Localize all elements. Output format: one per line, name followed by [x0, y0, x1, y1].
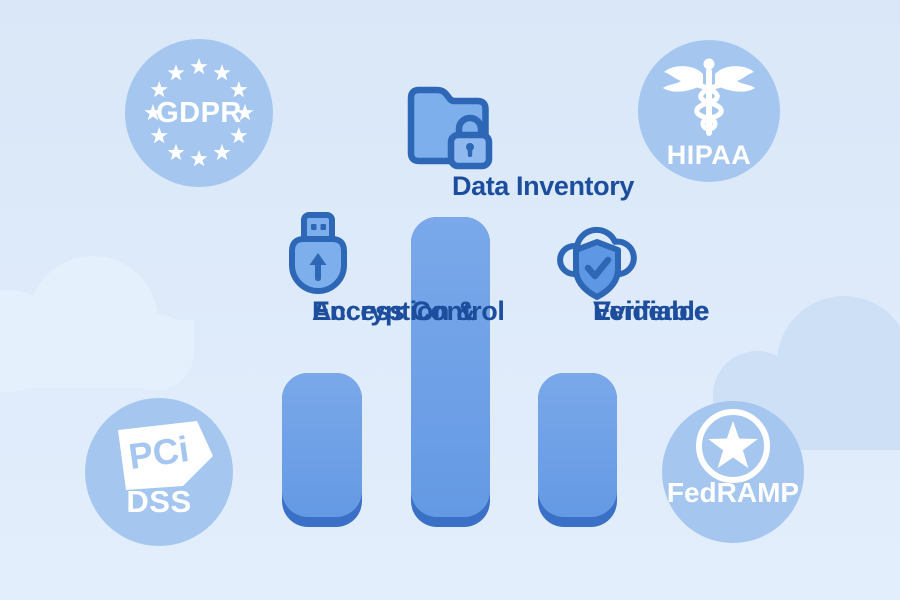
cloud-base — [0, 320, 194, 388]
hipaa-label: HIPAA — [666, 140, 752, 170]
cloud-shield-check-icon — [557, 226, 637, 300]
pillar-bar-encryption — [282, 373, 362, 527]
eu-stars-ring-icon — [144, 58, 254, 167]
badge-hipaa: HIPAA — [638, 40, 780, 182]
fedramp-label: FedRAMP — [666, 477, 800, 508]
caduceus-icon — [663, 58, 755, 136]
bar-face — [411, 217, 490, 517]
star-circle-icon — [696, 409, 770, 483]
badge-pci-dss: PCi DSS — [85, 398, 233, 546]
dss-label: DSS — [126, 484, 192, 519]
label-line: Data Inventory — [452, 171, 634, 201]
bar-face — [538, 373, 617, 517]
badge-gdpr: GDPR — [125, 39, 273, 187]
label-line: Verifiable — [593, 296, 710, 326]
bar-face — [282, 373, 362, 517]
badge-fedramp: FedRAMP — [662, 401, 804, 543]
label-line: Evidence — [593, 296, 709, 326]
pci-flag-icon — [118, 421, 213, 490]
label-line: Access Control — [312, 296, 505, 326]
label-line: Encryption & — [312, 296, 476, 326]
pillar-bar-verifiable-evidence — [538, 373, 617, 527]
usb-drive-icon — [289, 212, 347, 294]
pillar-bar-data-inventory — [411, 217, 490, 527]
folder-lock-icon — [407, 86, 493, 170]
gdpr-label: GDPR — [156, 97, 242, 129]
